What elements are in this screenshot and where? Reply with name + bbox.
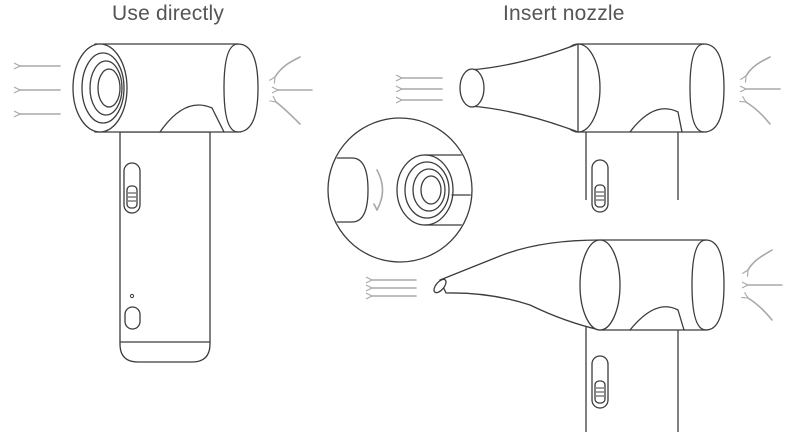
intake-arrows-top bbox=[746, 56, 781, 125]
dryer-body bbox=[94, 43, 259, 133]
outflow-arrows-left bbox=[20, 66, 61, 114]
mode-button bbox=[124, 306, 141, 330]
dryer-handle bbox=[119, 131, 211, 363]
rotate-arrow-head bbox=[373, 203, 378, 211]
airflow-arrow-icon bbox=[275, 56, 301, 77]
nozzle-detail bbox=[329, 157, 369, 223]
caption-insert-nozzle: Insert nozzle bbox=[503, 2, 625, 25]
indicator-light bbox=[129, 293, 135, 299]
body-handle-joint-top bbox=[629, 108, 683, 133]
body-handle-joint bbox=[159, 104, 225, 133]
dryer-body-top bbox=[577, 43, 725, 133]
handle-bottom bbox=[585, 326, 679, 432]
nozzle-tip-top bbox=[459, 68, 485, 108]
airflow-arrow-icon bbox=[748, 298, 773, 321]
front-outlet-bottom bbox=[579, 239, 621, 331]
front-outlet bbox=[72, 43, 128, 133]
airflow-arrow-icon bbox=[746, 102, 771, 125]
airflow-arrow-icon bbox=[276, 102, 301, 125]
body-handle-joint-bottom bbox=[629, 306, 685, 331]
intake-arrows-bottom bbox=[748, 249, 783, 321]
dryer-narrow-nozzle-illustration bbox=[372, 239, 783, 432]
dryer-wide-nozzle-illustration bbox=[402, 43, 781, 213]
airflow-arrow-icon bbox=[748, 249, 773, 270]
airflow-arrow-icon bbox=[746, 56, 771, 76]
dryer-direct-illustration bbox=[20, 43, 313, 363]
outflow-arrows-bottom bbox=[372, 280, 417, 296]
handle-top bbox=[585, 130, 679, 200]
intake-arrows-left bbox=[275, 56, 313, 125]
nozzle-tip-bottom bbox=[433, 278, 447, 294]
wide-nozzle bbox=[469, 43, 579, 133]
caption-use-directly: Use directly bbox=[112, 2, 225, 25]
zoom-detail-circle bbox=[327, 117, 473, 263]
rotate-arrow-icon bbox=[376, 169, 384, 211]
narrow-nozzle bbox=[439, 239, 601, 331]
outflow-arrows-top bbox=[402, 78, 443, 100]
rear-cap-line bbox=[223, 43, 239, 133]
